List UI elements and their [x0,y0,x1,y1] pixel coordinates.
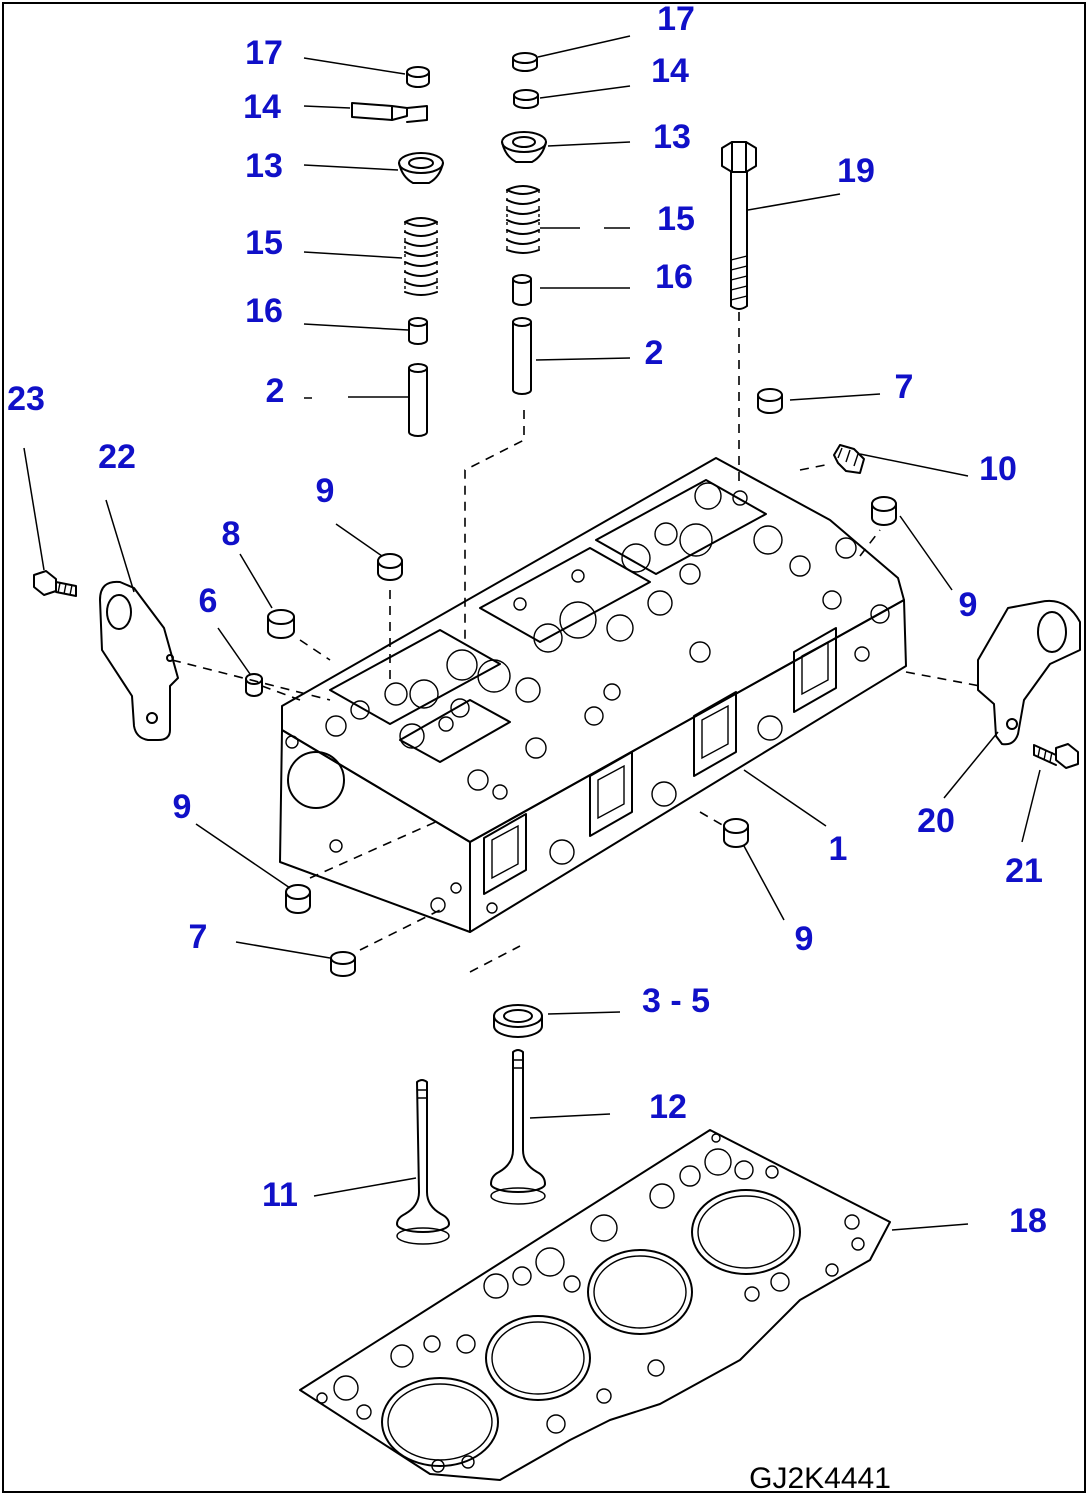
part-20-lifting-bracket [977,600,1081,746]
callout-7-bottom: 7 [189,918,208,956]
callout-7-top: 7 [895,368,914,406]
callout-14-left: 14 [243,88,281,126]
part-10-plug [833,444,865,474]
part-2-valve-guide-middle [512,317,532,395]
part-9-plug-bottom-right [723,818,749,848]
part-22-lifting-bracket [99,580,179,741]
callout-18: 18 [1009,1202,1047,1240]
callout-9-top-left: 9 [316,472,335,510]
callout-6: 6 [199,582,218,620]
part-16-stem-seal-left [408,317,428,345]
callout-labels: 17 14 13 15 16 2 17 14 13 15 16 2 19 7 1… [7,0,1047,1240]
callout-16-left: 16 [245,292,283,330]
callout-2-middle: 2 [645,334,664,372]
callout-10: 10 [979,450,1017,488]
part-8-plug [267,609,295,639]
valve-stack-left [351,66,444,437]
callout-13-middle: 13 [653,118,691,156]
guide-alignment-line-middle [464,410,525,640]
part-13-spring-retainer-middle [501,131,547,163]
part-2-valve-guide-left [408,363,428,437]
part-15-valve-spring-middle [506,185,540,254]
alignment-lines [171,463,981,973]
callout-8: 8 [222,515,241,553]
part-13-spring-retainer-left [398,152,444,184]
part-21-bolt [1033,743,1079,769]
part-17-cotter-cap-left [406,66,430,88]
callout-19: 19 [837,152,875,190]
part-19-head-bolt [721,141,757,486]
leader-lines [23,35,1041,1231]
part-23-bolt [33,570,77,597]
part-7-plug-bottom [330,951,356,977]
part-18-head-gasket [299,1129,891,1481]
callout-9-right: 9 [959,586,978,624]
part-11-valve [396,1079,450,1245]
part-17-cotter-cap-middle [512,52,538,72]
callout-17-left: 17 [245,34,283,72]
callout-22: 22 [98,438,136,476]
part-3-5-valve-seat [493,1004,543,1038]
part-14-valve-cotter-left [351,102,428,123]
callout-12: 12 [649,1088,687,1126]
part-9-plug-bottom-left [285,884,311,914]
part-14-valve-cotter-middle [513,89,539,109]
callout-14-middle: 14 [651,52,689,90]
callout-3-5: 3 - 5 [642,982,710,1020]
callout-23: 23 [7,380,45,418]
callout-2-left: 2 [266,372,285,410]
part-16-stem-seal-middle [512,274,532,306]
callout-17-middle: 17 [657,0,695,38]
part-9-plug-right [871,496,897,526]
callout-16-middle: 16 [655,258,693,296]
part-9-plug-top-left [377,553,403,680]
callout-13-left: 13 [245,147,283,185]
part-15-valve-spring-left [404,217,438,296]
callout-21: 21 [1005,852,1043,890]
callout-15-left: 15 [245,224,283,262]
callout-15-middle: 15 [657,200,695,238]
part-12-valve [490,1049,546,1205]
callout-9-bottom-right: 9 [795,920,814,958]
valve-stack-middle [464,52,547,640]
callout-20: 20 [917,802,955,840]
callout-11: 11 [262,1176,298,1214]
callout-9-bottom-left: 9 [173,788,192,826]
callout-1: 1 [829,830,848,868]
part-7-plug-top [757,388,783,414]
drawing-reference-code: GJ2K4441 [749,1462,891,1495]
part-1-cylinder-head [279,457,907,933]
part-6-plug [245,673,263,697]
